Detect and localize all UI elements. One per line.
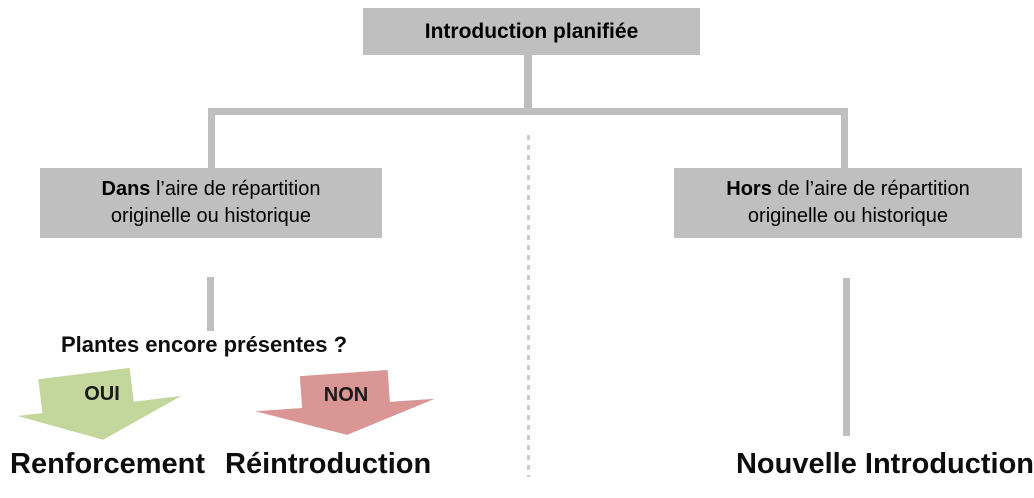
question-plantes-encore-presentes: Plantes encore présentes ?	[60, 332, 348, 357]
connector-right-sub	[843, 278, 850, 436]
right-node-line1: Hors de l’aire de répartition	[726, 176, 969, 203]
left-node-line2: originelle ou historique	[110, 205, 312, 227]
branch-node-dans-aire: Dans l’aire de répartition originelle ou…	[40, 168, 382, 238]
connector-right-drop	[841, 112, 848, 169]
no-label: NON	[323, 384, 369, 406]
right-node-line2: originelle ou historique	[747, 205, 949, 227]
dashed-divider-line	[527, 135, 530, 477]
no-arrow-shape	[255, 369, 435, 435]
yes-arrow-shape	[17, 367, 182, 440]
root-node-label: Introduction planifiée	[424, 20, 639, 43]
yes-label: OUI	[84, 383, 120, 405]
branch-node-hors-aire: Hors de l’aire de répartition originelle…	[674, 168, 1022, 238]
yes-down-arrow-icon	[17, 367, 182, 440]
left-node-rest: l’aire de répartition	[150, 178, 321, 200]
no-down-arrow-icon	[255, 369, 435, 435]
right-node-bold-word: Hors	[726, 178, 772, 200]
outcome-renforcement: Renforcement	[10, 448, 205, 480]
connector-root-stem	[524, 54, 532, 110]
connector-left-drop	[208, 112, 215, 169]
left-node-line1: Dans l’aire de répartition	[102, 176, 321, 203]
connector-left-sub	[207, 277, 214, 331]
connector-horizontal-bar	[208, 108, 848, 115]
left-node-bold-word: Dans	[101, 178, 151, 200]
right-node-rest: de l’aire de répartition	[771, 178, 970, 200]
root-node-introduction-planifiee: Introduction planifiée	[363, 8, 700, 55]
outcome-nouvelle-introduction: Nouvelle Introduction	[735, 448, 1034, 480]
outcome-reintroduction: Réintroduction	[225, 448, 432, 480]
